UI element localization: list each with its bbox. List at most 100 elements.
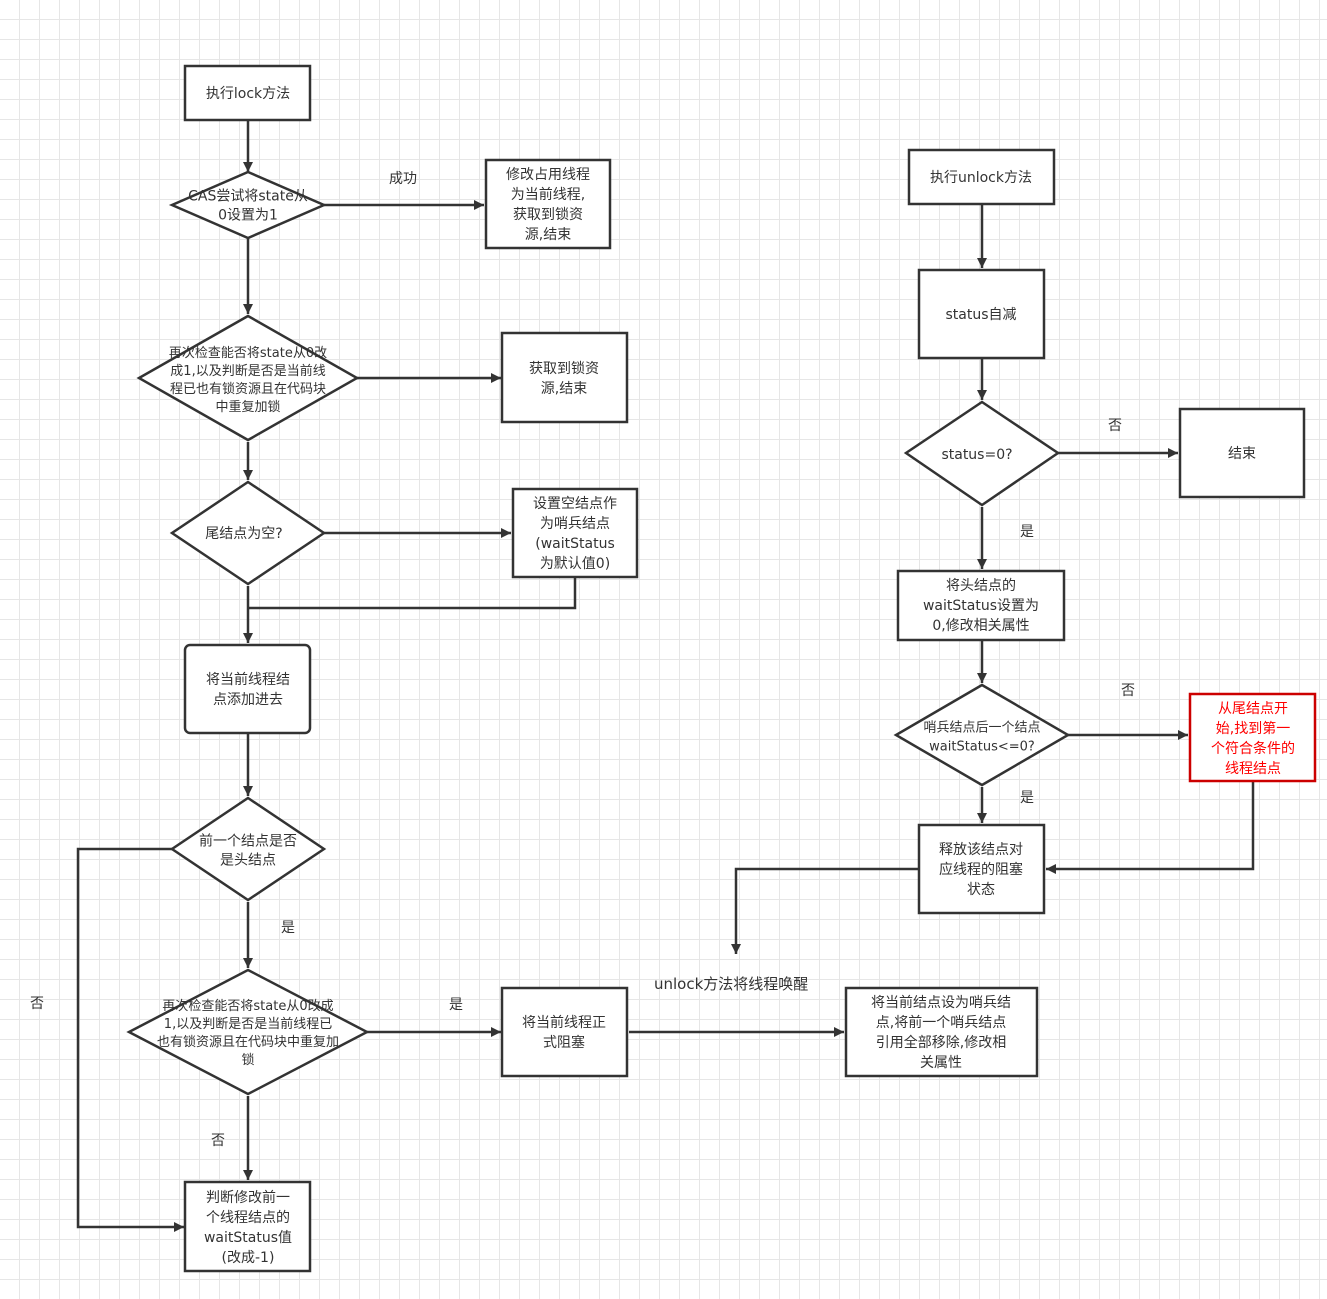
nodes — [126, 64, 1317, 1273]
node-label-line: 引用全部移除,修改相 — [876, 1034, 1006, 1051]
release-label: 释放该结点对应线程的阻塞状态 — [939, 842, 1023, 898]
node-label-line: 为当前线程, — [511, 186, 585, 203]
node-label-line: 执行unlock方法 — [930, 170, 1032, 186]
add-node[interactable] — [183, 643, 312, 735]
recheck2-decision[interactable] — [126, 968, 370, 1096]
node-label-line: 0,修改相关属性 — [932, 618, 1029, 634]
status-dec-node[interactable] — [917, 268, 1046, 360]
label-sentinel-yes: 是 — [1020, 790, 1034, 806]
label-recheck2-no: 否 — [211, 1133, 225, 1149]
edge-sentinel-back — [248, 578, 577, 610]
label-success: 成功 — [389, 171, 417, 187]
edges — [76, 121, 1255, 1232]
label-sentinel-no: 否 — [1121, 683, 1135, 699]
unlock-start-label: 执行unlock方法 — [930, 170, 1032, 186]
node-label-line: 设置空结点作 — [533, 496, 617, 512]
node-label-line: 将当前线程结 — [206, 671, 290, 688]
node-label-line: 状态 — [967, 882, 995, 898]
modify-ws-label: 判断修改前一个线程结点的 waitStatus值 (改成-1) — [204, 1189, 292, 1266]
node-label-line: 个符合条件的 — [1211, 740, 1295, 757]
node-label-line: 个线程结点的 — [206, 1210, 290, 1226]
label-prev-no: 否 — [30, 996, 44, 1012]
label-status-no: 否 — [1108, 418, 1122, 434]
set-head-node[interactable] — [844, 986, 1039, 1078]
cas-try-label: CAS尝试将state从 0设置为1 — [188, 189, 308, 224]
got-lock-node[interactable] — [500, 331, 629, 424]
node-label-line: 释放该结点对 — [939, 842, 1023, 858]
node-label-line: 将头结点的 — [946, 578, 1016, 594]
node-label-line: 尾结点为空? — [205, 526, 282, 542]
node-label-line: 锁 — [241, 1052, 254, 1068]
node-label-line: 执行lock方法 — [206, 86, 290, 102]
cas-success-label: 修改占用线程为当前线程,获取到锁资源,结束 — [506, 167, 590, 243]
label-recheck2-yes: 是 — [449, 997, 463, 1013]
node-label-line: status自减 — [945, 307, 1016, 323]
edge-labels: 成功 否 是 否 是 是 否 是 否 unlock方法将线程唤醒 — [30, 171, 1135, 1149]
got-lock-label: 获取到锁资源,结束 — [529, 361, 599, 397]
node-label-line: CAS尝试将state从 — [188, 189, 308, 205]
node-label-line: 获取到锁资 — [529, 361, 599, 377]
end-node[interactable] — [1178, 407, 1306, 499]
node-label-line: 式阻塞 — [543, 1034, 585, 1051]
unlock-start-node[interactable] — [907, 148, 1056, 206]
node-label-line: 为默认值0) — [540, 556, 610, 572]
lock-start-label: 执行lock方法 — [206, 86, 290, 102]
modify-ws-node[interactable] — [183, 1180, 312, 1273]
set-sentinel-node[interactable] — [511, 487, 639, 579]
node-label-line: 将当前线程正 — [522, 1014, 606, 1031]
node-label-line: waitStatus设置为 — [923, 598, 1039, 614]
node-label-line: 结束 — [1228, 446, 1256, 462]
node-label-line: status=0? — [941, 447, 1012, 463]
node-label-line: 1,以及判断是否是当前线程已 — [164, 1016, 332, 1032]
node-label-line: 点,将前一个哨兵结点 — [876, 1014, 1006, 1031]
node-label-line: 成1,以及判断是否是当前线 — [170, 363, 325, 379]
node-label-line: 始,找到第一 — [1216, 720, 1290, 737]
end-label: 结束 — [1228, 446, 1256, 462]
edge-tail-to-release — [1046, 782, 1255, 874]
node-label-line: waitStatus<=0? — [929, 740, 1035, 755]
status-zero-label: status=0? — [941, 447, 1012, 463]
node-label-line: 也有锁资源且在代码块中重复加 — [157, 1034, 339, 1050]
node-label-line: 源,结束 — [525, 227, 571, 243]
edge-release-to-wake — [731, 867, 918, 954]
set-sentinel-label: 设置空结点作为哨兵结点 (waitStatus 为默认值0) — [533, 496, 617, 572]
node-label-line: 前一个结点是否 — [199, 833, 297, 850]
recheck2-label: 再次检查能否将state从0改成 1,以及判断是否是当前线程已也有锁资源且在代码块… — [157, 998, 339, 1068]
cas-try-decision[interactable] — [168, 170, 328, 240]
node-texts: 执行lock方法 CAS尝试将state从 0设置为1 修改占用线程为当前线程,获… — [157, 86, 1295, 1266]
node-label-line: 是头结点 — [220, 853, 276, 869]
set-head-ws-label: 将头结点的 waitStatus设置为 0,修改相关属性 — [923, 578, 1039, 634]
node-label-line: 0设置为1 — [218, 208, 278, 224]
label-prev-yes: 是 — [281, 920, 295, 936]
lock-start-node[interactable] — [183, 64, 312, 122]
set-head-ws-node[interactable] — [896, 569, 1066, 642]
from-tail-node[interactable] — [1188, 692, 1317, 783]
recheck1-decision[interactable] — [136, 314, 360, 442]
prev-is-head-decision[interactable] — [169, 796, 327, 902]
node-label-line: 为哨兵结点 — [540, 516, 610, 532]
release-node[interactable] — [917, 823, 1046, 915]
node-label-line: 再次检查能否将state从0改 — [169, 345, 327, 361]
label-unlock-wake: unlock方法将线程唤醒 — [654, 975, 808, 993]
node-label-line: (waitStatus — [535, 536, 614, 552]
node-label-line: 再次检查能否将state从0改成 — [162, 998, 333, 1014]
set-head-label: 将当前结点设为哨兵结点,将前一个哨兵结点引用全部移除,修改相关属性 — [871, 994, 1011, 1071]
node-label-line: waitStatus值 — [204, 1230, 292, 1246]
sentinel-next-decision[interactable] — [893, 683, 1071, 787]
node-label-line: 判断修改前一 — [206, 1189, 290, 1206]
edge-prev-no-to-modify — [76, 847, 184, 1232]
node-label-line: 关属性 — [920, 1055, 962, 1071]
status-zero-decision[interactable] — [903, 400, 1061, 507]
node-label-line: 将当前结点设为哨兵结 — [871, 994, 1011, 1011]
status-dec-label: status自减 — [945, 307, 1016, 323]
node-label-line: 应线程的阻塞 — [939, 861, 1023, 878]
node-label-line: (改成-1) — [222, 1250, 275, 1266]
node-label-line: 线程结点 — [1225, 761, 1281, 777]
cas-success-node[interactable] — [484, 158, 612, 250]
prev-is-head-label: 前一个结点是否是头结点 — [199, 833, 297, 869]
block-node[interactable] — [500, 986, 629, 1078]
node-label-line: 点添加进去 — [213, 692, 283, 708]
tail-empty-decision[interactable] — [169, 480, 327, 586]
from-tail-label: 从尾结点开始,找到第一个符合条件的线程结点 — [1211, 701, 1295, 777]
